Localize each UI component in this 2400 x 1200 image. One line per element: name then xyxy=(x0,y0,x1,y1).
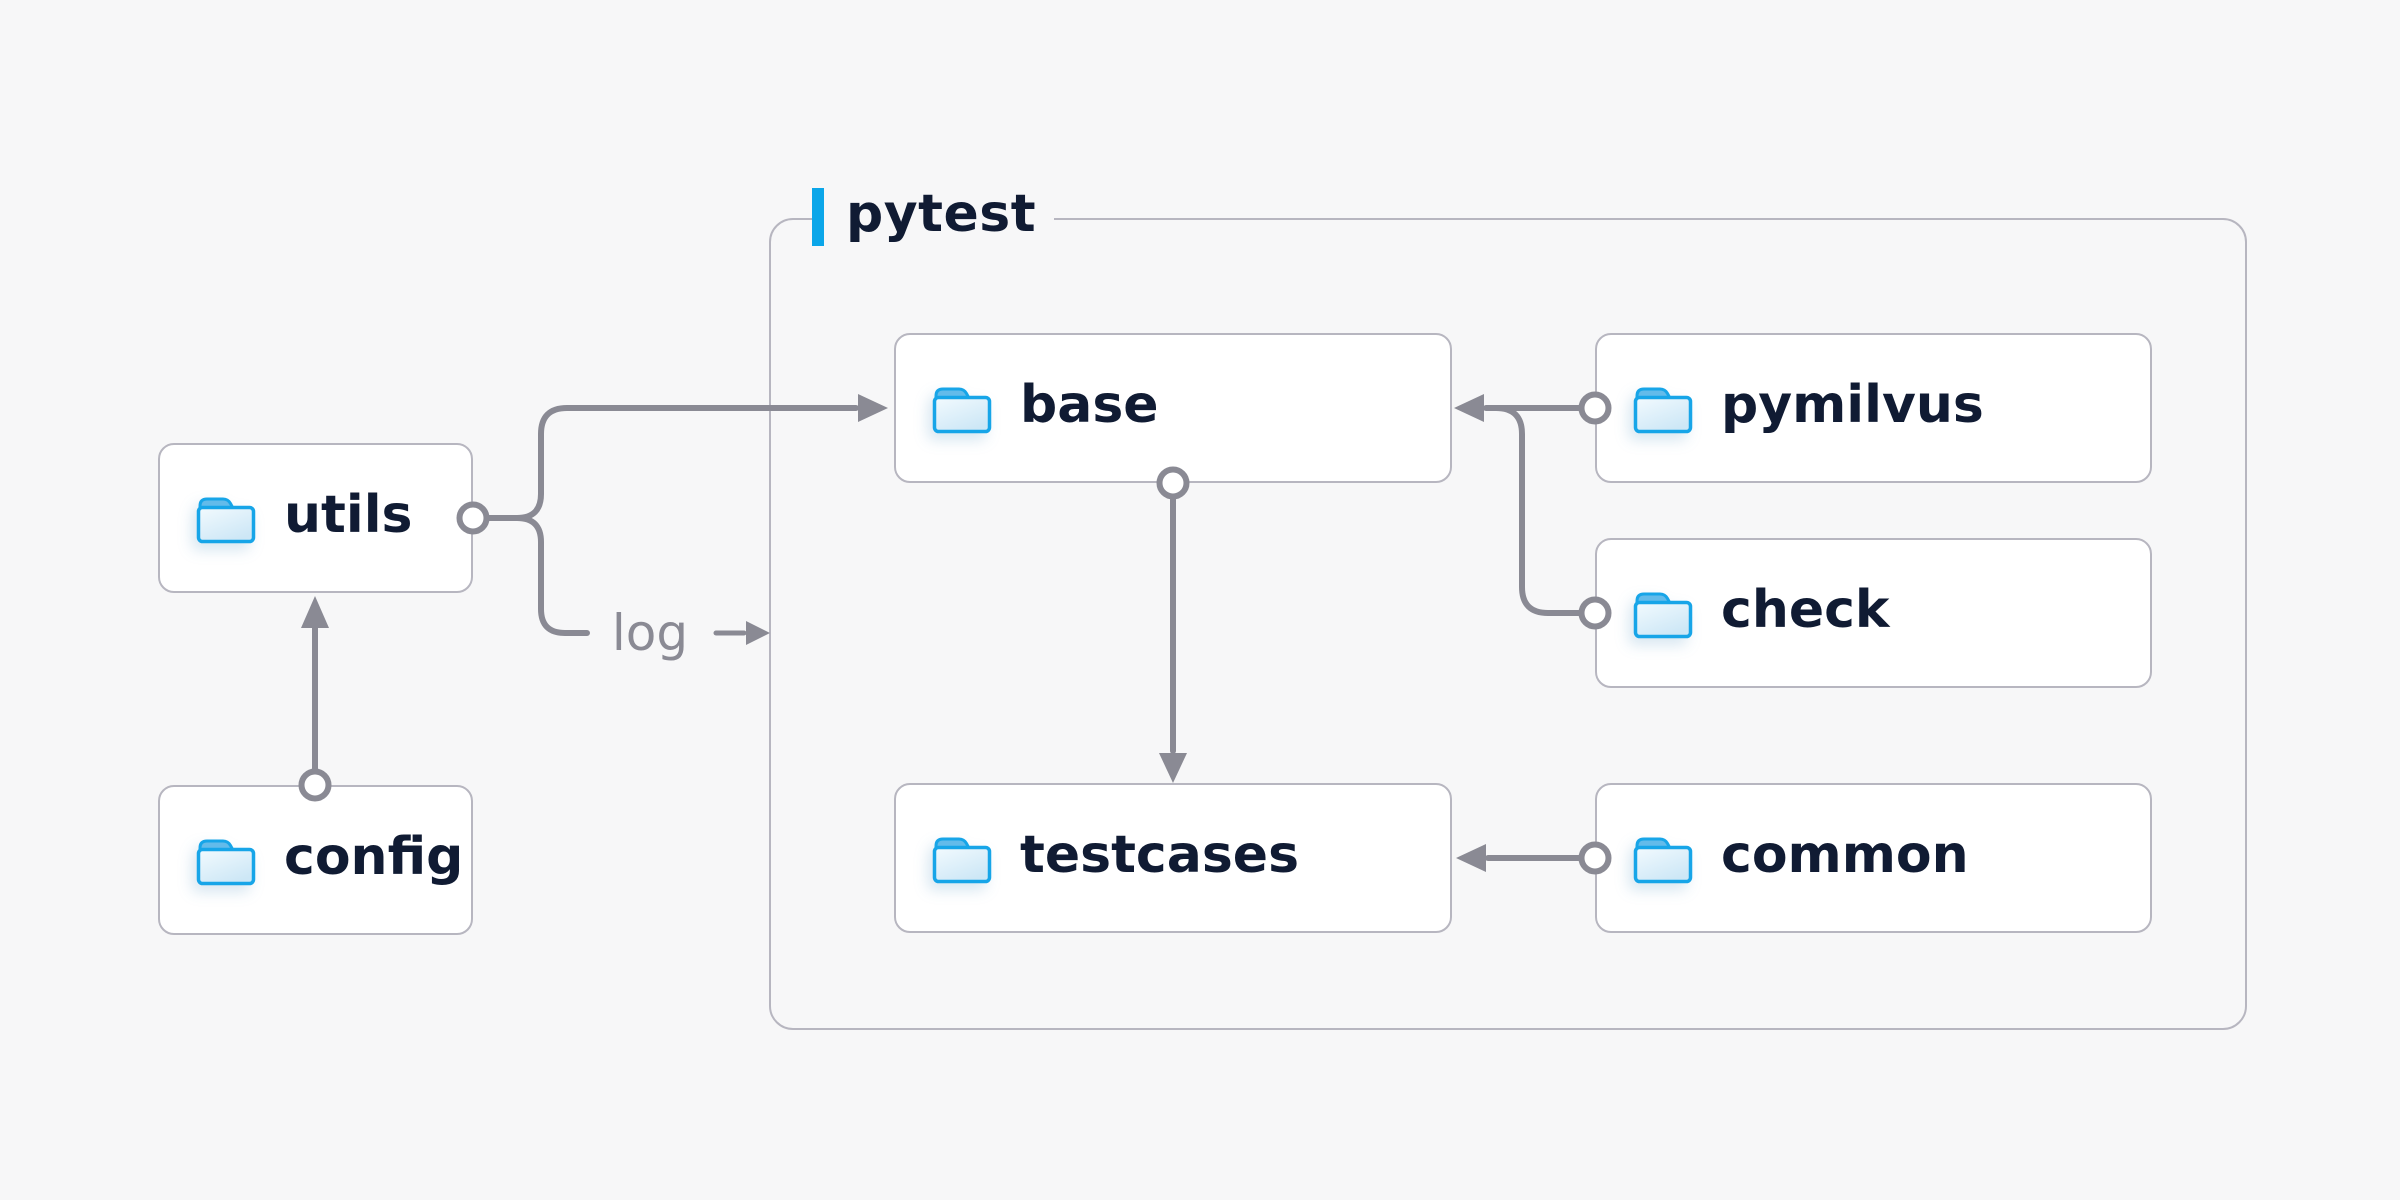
node-label: base xyxy=(1020,375,1159,435)
edge-config-utils xyxy=(301,596,329,774)
arrowhead-up-icon xyxy=(301,596,329,628)
node-pymilvus: pymilvus xyxy=(1595,333,2152,483)
node-base: base xyxy=(894,333,1452,483)
node-utils: utils xyxy=(158,443,473,593)
folder-icon xyxy=(930,831,994,885)
log-arrowhead-right-icon xyxy=(746,621,770,645)
folder-icon xyxy=(1631,831,1695,885)
node-check: check xyxy=(1595,538,2152,688)
node-testcases: testcases xyxy=(894,783,1452,933)
node-label: config xyxy=(284,827,464,887)
node-label: testcases xyxy=(1020,825,1300,885)
node-label: common xyxy=(1721,825,1969,885)
node-label: check xyxy=(1721,580,1890,640)
node-config: config xyxy=(158,785,473,935)
folder-icon xyxy=(930,381,994,435)
accent-bar-icon xyxy=(812,188,824,246)
edge-label-log: log xyxy=(611,604,689,662)
pytest-container-label: pytest xyxy=(812,184,1055,249)
folder-icon xyxy=(194,491,258,545)
node-label: utils xyxy=(284,485,413,545)
node-common: common xyxy=(1595,783,2152,933)
edge-utils-log xyxy=(514,515,590,636)
folder-icon xyxy=(194,833,258,887)
folder-icon xyxy=(1631,586,1695,640)
pytest-container xyxy=(769,218,2247,1030)
folder-icon xyxy=(1631,381,1695,435)
container-title: pytest xyxy=(846,184,1037,244)
node-label: pymilvus xyxy=(1721,375,1984,435)
